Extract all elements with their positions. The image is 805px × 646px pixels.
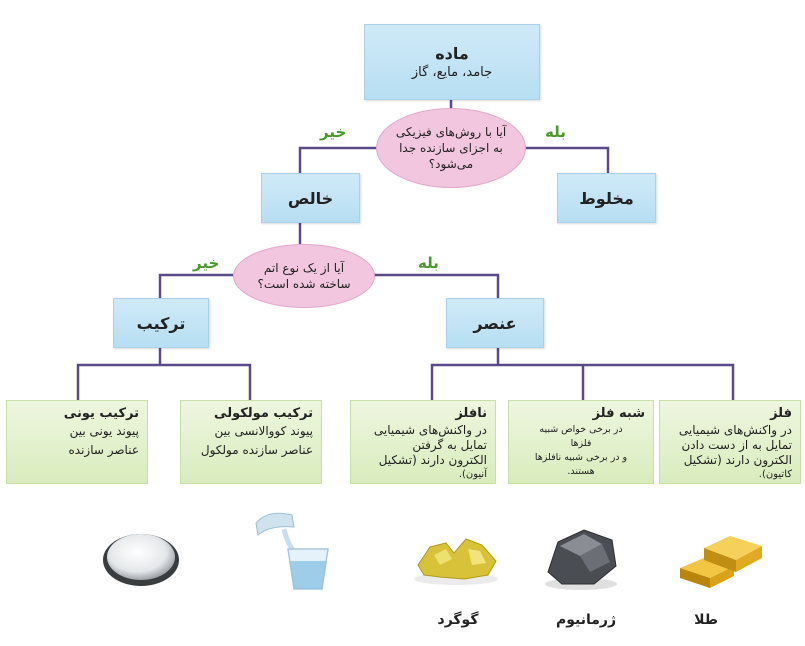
q1-no-label: خیر — [320, 123, 347, 141]
caption-sulfur: گوگرد — [437, 612, 479, 628]
caption-germanium: ژرمانیوم — [555, 612, 617, 628]
q1-line3: می‌شود؟ — [428, 157, 474, 171]
q2-line2: ساخته شده است؟ — [257, 277, 351, 291]
molecular-title: ترکیب مولکولی — [214, 406, 313, 421]
q1-line2: به اجزای سازنده جدا — [399, 141, 503, 155]
water-glass-image — [255, 512, 329, 590]
compound-box: ترکیب — [113, 298, 209, 348]
element-box: عنصر — [446, 298, 544, 348]
q2-no-label: خیر — [193, 254, 220, 272]
nonmetal-title: نافلز — [455, 406, 487, 421]
metalloid-box: شبه فلز در برخی خواص شبیه فلزها و در برخ… — [508, 400, 654, 484]
metalloid-desc-2: فلزها — [570, 438, 592, 449]
element-label: عنصر — [473, 313, 517, 333]
salt-image — [103, 534, 179, 586]
ionic-title: ترکیب یونی — [63, 406, 139, 421]
gold-bars-image — [680, 536, 762, 588]
ionic-desc-1: پیوند یونی بین — [69, 424, 139, 438]
germanium-image — [545, 529, 617, 590]
nonmetal-desc-3: الکترون دارند (تشکیل — [378, 453, 487, 467]
matter-title: ماده — [435, 44, 469, 63]
compound-label: ترکیب — [136, 313, 186, 333]
mixture-box: مخلوط — [557, 173, 656, 223]
ionic-compound-box: ترکیب یونی پیوند یونی بین عناصر سازنده — [6, 400, 148, 484]
metal-desc-4: کاتیون). — [758, 469, 792, 480]
nonmetal-box: نافلز در واکنش‌های شیمیایی تمایل به گرفت… — [350, 400, 496, 484]
metalloid-title: شبه فلز — [592, 406, 645, 421]
mixture-label: مخلوط — [579, 188, 634, 208]
question-physical-separation: آیا با روش‌های فیزیکی به اجزای سازنده جد… — [376, 108, 526, 188]
pure-label: خالص — [287, 188, 334, 208]
metal-box: فلز در واکنش‌های شیمیایی تمایل به از دست… — [659, 400, 801, 484]
molecular-compound-box: ترکیب مولکولی پیوند کووالانسی بین عناصر … — [180, 400, 322, 484]
caption-gold: طلا — [694, 612, 718, 628]
molecular-desc-1: پیوند کووالانسی بین — [214, 424, 313, 438]
metal-desc-2: تمایل به از دست دادن — [681, 438, 792, 452]
nonmetal-desc-1: در واکنش‌های شیمیایی — [373, 423, 487, 437]
nonmetal-desc-2: تمایل به گرفتن — [412, 438, 487, 452]
nonmetal-desc-4: آنیون). — [458, 469, 487, 480]
q2-yes-label: بله — [418, 254, 439, 272]
metalloid-desc-1: در برخی خواص شبیه — [539, 424, 623, 435]
pure-box: خالص — [261, 173, 360, 223]
metalloid-desc-3: و در برخی شبیه نافلزها — [534, 452, 628, 463]
molecular-desc-2: عناصر سازنده مولکول — [200, 443, 313, 457]
sulfur-image — [414, 538, 498, 585]
question-one-atom-type: آیا از یک نوع اتم ساخته شده است؟ — [233, 244, 375, 308]
q2-line1: آیا از یک نوع اتم — [263, 261, 345, 275]
metalloid-desc-4: هستند. — [567, 466, 595, 477]
q1-yes-label: بله — [545, 123, 566, 141]
metal-desc-3: الکترون دارند (تشکیل — [683, 453, 792, 467]
matter-subtitle: جامد، مایع، گاز — [411, 65, 493, 80]
metal-desc-1: در واکنش‌های شیمیایی — [678, 423, 792, 437]
q1-line1: آیا با روش‌های فیزیکی — [395, 125, 507, 139]
matter-box: ماده جامد، مایع، گاز — [364, 24, 540, 100]
metal-title: فلز — [770, 406, 792, 421]
ionic-desc-2: عناصر سازنده — [68, 443, 140, 457]
